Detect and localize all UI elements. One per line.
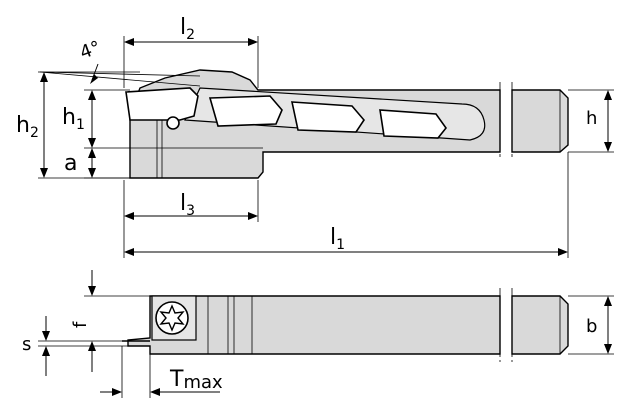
dim-f: f	[70, 270, 150, 372]
side-insert-1	[125, 87, 199, 121]
dim-l2: l2	[123, 15, 259, 88]
side-insert-2	[208, 95, 283, 127]
dim-b: b	[568, 295, 614, 355]
label-s: s	[22, 334, 31, 355]
label-angle: 4°	[77, 37, 103, 64]
label-l3: l3	[180, 191, 195, 219]
plan-grooves	[207, 296, 253, 354]
label-h2: h2	[16, 113, 39, 141]
side-insert-4	[379, 109, 448, 139]
torx-screw-icon	[155, 301, 189, 335]
label-f: f	[70, 321, 91, 328]
side-view	[125, 69, 569, 179]
side-break-line	[499, 82, 513, 160]
torx-recess	[159, 304, 185, 332]
plan-break-line	[499, 288, 513, 362]
plan-view	[122, 288, 569, 362]
label-h: h	[586, 108, 597, 129]
label-h1: h1	[62, 105, 85, 133]
dim-a: a	[64, 148, 130, 179]
dim-tmax: Tmax	[100, 346, 223, 398]
label-l2: l2	[180, 15, 195, 43]
dim-s: s	[22, 316, 128, 376]
label-b: b	[586, 316, 597, 337]
side-clamp-pin	[166, 116, 180, 130]
label-a: a	[64, 151, 77, 176]
label-l1: l1	[330, 225, 345, 253]
label-tmax: Tmax	[169, 367, 223, 393]
dim-h: h	[568, 89, 614, 153]
dim-h1: h1	[62, 89, 263, 149]
dim-l1: l1	[123, 152, 569, 258]
side-insert-3	[290, 101, 366, 133]
dim-l3: l3	[123, 180, 259, 222]
